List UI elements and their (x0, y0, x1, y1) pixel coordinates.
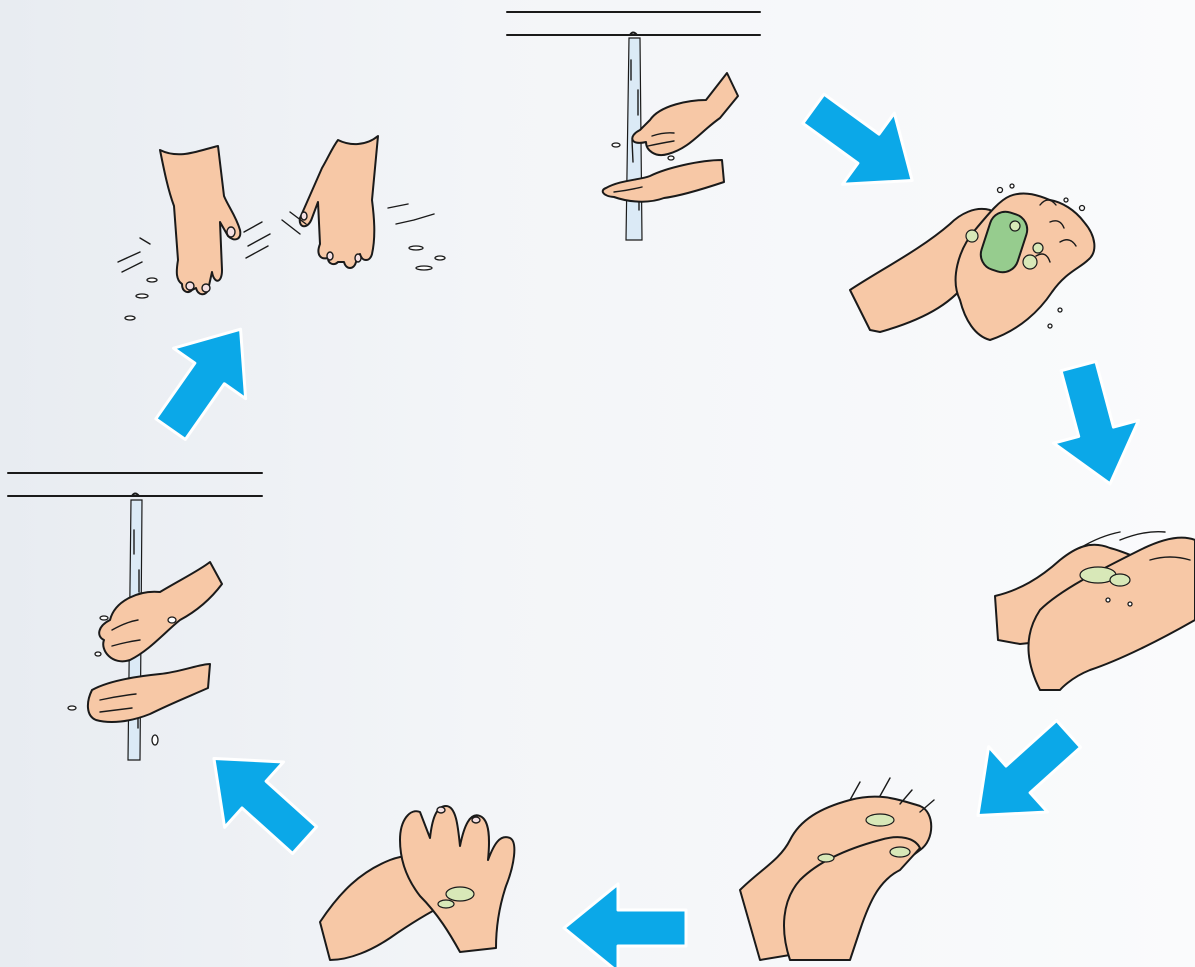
step-clean-fingertips (319, 805, 516, 961)
arrow-step-2-to-3-icon (1034, 353, 1155, 497)
arrow-step-6-to-7-icon (133, 302, 279, 456)
arrow-step-5-to-6-icon (182, 724, 336, 875)
step-apply-soap (849, 183, 1096, 341)
arrow-step-4-to-5-icon (562, 882, 688, 967)
step-wet-hands (506, 11, 761, 241)
soap-foam (1079, 566, 1131, 587)
step-shake-dry (117, 135, 446, 321)
soap-foam (965, 220, 1044, 270)
step-rub-palms (994, 530, 1195, 691)
soap-foam (817, 813, 911, 863)
step-interlace-fingers (739, 777, 935, 961)
step-rinse-hands (7, 472, 263, 761)
arrow-step-3-to-4-icon (946, 699, 1100, 850)
soap-foam (437, 886, 475, 909)
arrow-step-1-to-2-icon (786, 71, 940, 218)
